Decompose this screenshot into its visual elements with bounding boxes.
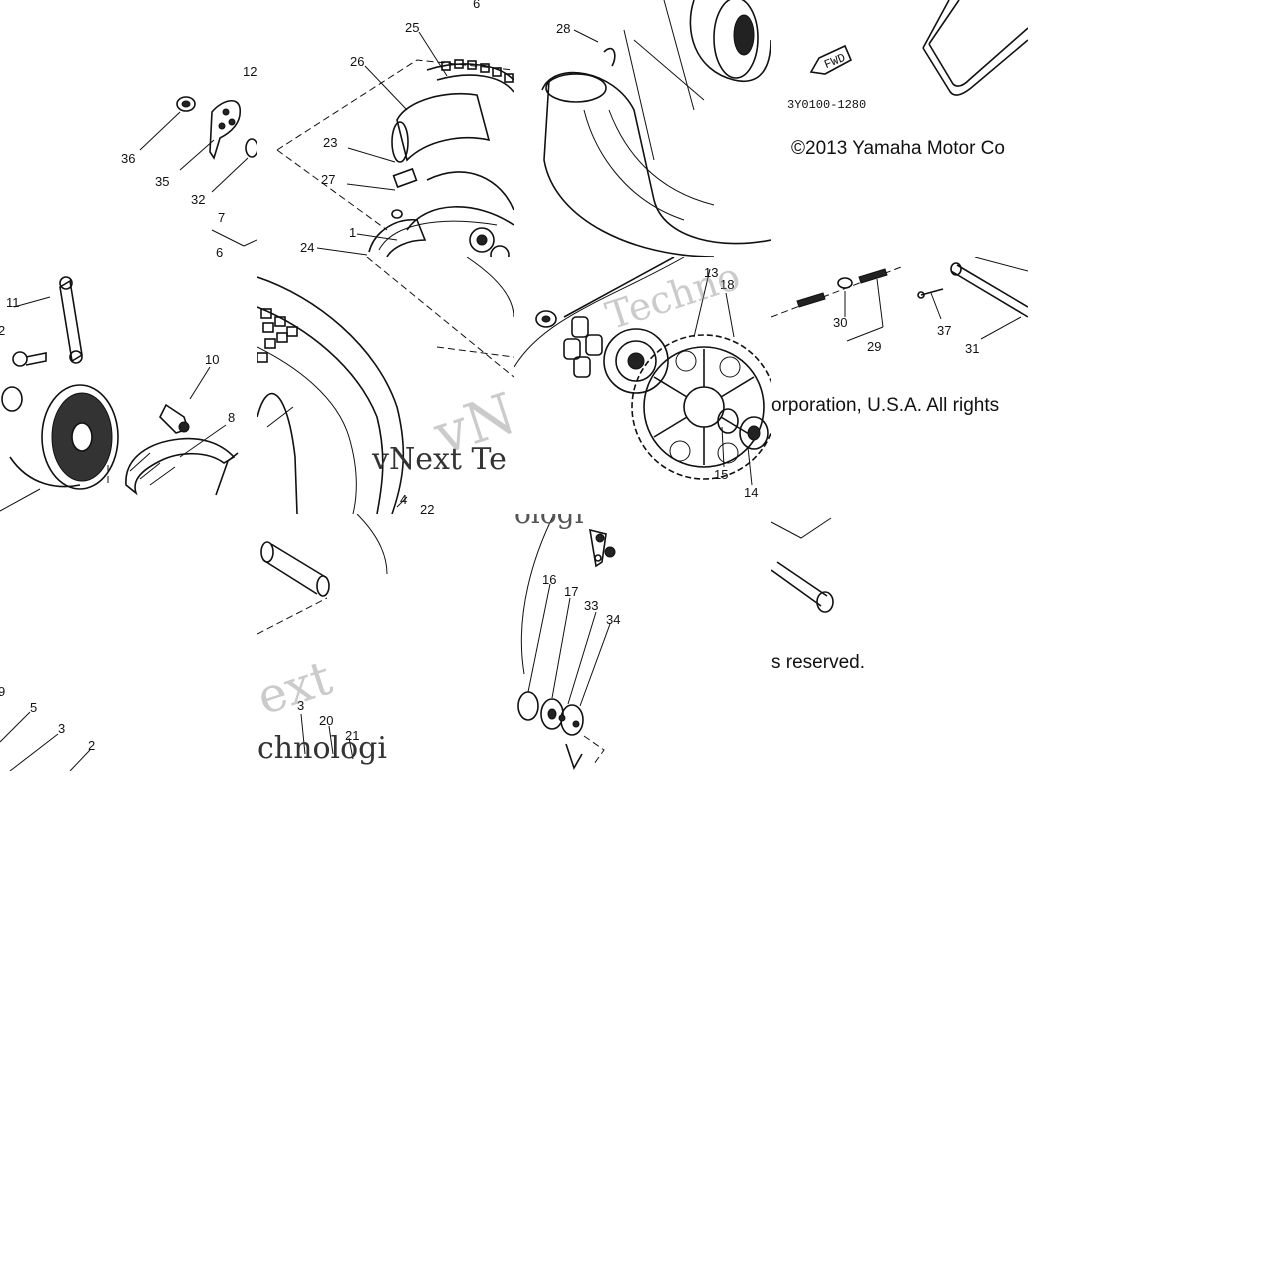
part-label-17: 17 bbox=[564, 584, 578, 599]
part-label-13: 13 bbox=[704, 265, 718, 280]
grommet-part-28 bbox=[545, 73, 607, 103]
part-label-23: 23 bbox=[323, 135, 337, 150]
part-label-16: 16 bbox=[542, 572, 556, 587]
hub-wheel bbox=[689, 0, 771, 82]
part-label-27: 27 bbox=[321, 172, 335, 187]
part-label-32: 32 bbox=[191, 192, 205, 207]
tile-tire-tube: 6 25 26 23 27 1 24 bbox=[257, 0, 514, 257]
tile-brake-panel: 11 2 10 8 bbox=[0, 257, 257, 514]
nut-part-36 bbox=[176, 96, 196, 112]
brake-shoe-plate-part-13 bbox=[41, 384, 119, 490]
part-label-33: 33 bbox=[584, 598, 598, 613]
drive-chain-part-29 bbox=[922, 0, 1028, 96]
part-label-2: 2 bbox=[88, 738, 95, 753]
part-label-12: 12 bbox=[243, 64, 257, 79]
tile-copyright-chain: FWD 3Y0100-1280 ©2013 Yamaha Motor Co bbox=[771, 0, 1028, 257]
tile-rim-guard: 28 bbox=[514, 0, 771, 257]
watermark-5: chnologi bbox=[257, 731, 387, 766]
collar-part-32 bbox=[245, 138, 257, 158]
part-label-7: 7 bbox=[218, 210, 225, 225]
bolt-part-12 bbox=[12, 351, 47, 367]
chain-joint-part-29 bbox=[796, 268, 888, 308]
part-label-12b: 2 bbox=[0, 323, 5, 338]
tile-spacer-collar: 3 20 21 ext chnologi bbox=[257, 514, 514, 771]
rim-band-part-26 bbox=[391, 92, 491, 163]
part-label-35: 35 bbox=[155, 174, 169, 189]
part-label-26: 26 bbox=[350, 54, 364, 69]
tile-axle-end: s reserved. bbox=[771, 514, 1028, 771]
part-label-29: 29 bbox=[867, 339, 881, 354]
part-label-11: 11 bbox=[6, 295, 20, 310]
cotter-pin-part-37 bbox=[917, 288, 944, 299]
brake-arm-part-11 bbox=[59, 276, 83, 364]
part-label-1: 1 bbox=[349, 225, 356, 240]
copyright-line-3: s reserved. bbox=[771, 652, 865, 673]
spring-part-8 bbox=[215, 452, 239, 496]
tube-valve-part-27 bbox=[392, 167, 418, 189]
part-label-6: 6 bbox=[216, 245, 223, 257]
part-label-25: 25 bbox=[405, 20, 419, 35]
axle-part-31 bbox=[950, 262, 1028, 318]
part-label-22: 22 bbox=[420, 502, 434, 514]
part-label-14: 14 bbox=[744, 485, 758, 500]
copyright-line-1: ©2013 Yamaha Motor Co bbox=[791, 138, 1005, 159]
washers-part-16-17 bbox=[517, 691, 584, 770]
rim-strip-part-24 bbox=[368, 219, 427, 257]
tile-chain-axle: 30 29 37 31 orporation, U.S.A. All right… bbox=[771, 257, 1028, 514]
part-label-28: 28 bbox=[556, 21, 570, 36]
hub-dampers-part-19 bbox=[563, 316, 603, 378]
watermark-6: ologi bbox=[514, 514, 584, 528]
tile-rear-wheel: 4 22 vNext Te vN bbox=[257, 257, 514, 514]
part-label-10: 10 bbox=[205, 352, 219, 367]
part-label-18: 18 bbox=[720, 277, 734, 292]
part-label-20: 20 bbox=[319, 713, 333, 728]
part-label-3b: 3 bbox=[297, 698, 304, 713]
spacer-part-15 bbox=[717, 408, 769, 450]
part-label-6b: 6 bbox=[473, 0, 480, 11]
part-label-5: 5 bbox=[30, 700, 37, 715]
fwd-arrow-icon: FWD bbox=[809, 44, 853, 75]
part-label-30: 30 bbox=[833, 315, 847, 330]
tile-hub-sprocket: 13 18 15 14 Techno bbox=[514, 257, 771, 514]
part-label-34: 34 bbox=[606, 612, 620, 627]
chain-puller-part-33 bbox=[589, 528, 616, 568]
tile-washers: 16 17 33 34 ologi bbox=[514, 514, 771, 771]
copyright-line-2: orporation, U.S.A. All rights bbox=[771, 395, 1000, 416]
part-label-15: 15 bbox=[714, 467, 728, 482]
part-label-19: 9 bbox=[0, 684, 5, 699]
drawing-code: 3Y0100-1280 bbox=[787, 98, 866, 112]
tire-tread bbox=[441, 59, 514, 83]
axle-end bbox=[771, 561, 834, 613]
part-label-4: 4 bbox=[400, 492, 407, 507]
sprocket-hub-part-13 bbox=[603, 328, 669, 394]
part-label-37: 37 bbox=[937, 323, 951, 338]
part-label-3: 3 bbox=[58, 721, 65, 736]
camshaft-part-10 bbox=[159, 403, 190, 434]
collar-part-22 bbox=[260, 541, 330, 597]
part-label-36: 36 bbox=[121, 151, 135, 166]
rear-sprocket-part-18 bbox=[631, 334, 771, 480]
part-label-8: 8 bbox=[228, 410, 235, 425]
tile-sprocket-hardware: 12 36 35 32 7 6 bbox=[0, 0, 257, 257]
tire-tread-lower bbox=[257, 308, 298, 363]
part-label-31: 31 bbox=[965, 341, 979, 356]
watermark-1: vNext Te bbox=[372, 442, 507, 477]
sprocket-plate-part-35 bbox=[209, 100, 242, 160]
tile-brake-labels: 9 5 3 2 bbox=[0, 514, 257, 771]
brake-shoes-part-9 bbox=[125, 437, 236, 496]
part-label-24: 24 bbox=[300, 240, 314, 255]
part-label-21: 21 bbox=[345, 728, 359, 743]
